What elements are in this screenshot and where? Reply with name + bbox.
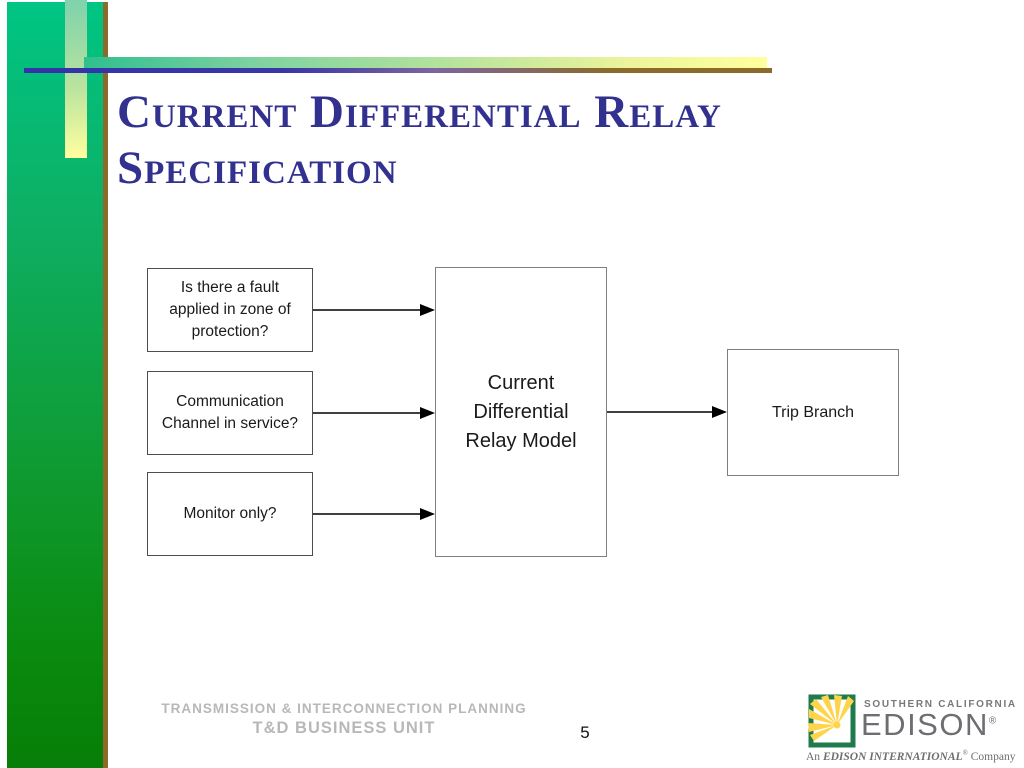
logo-company-text: EDISON® bbox=[861, 707, 996, 743]
logo-tagline: An EDISON INTERNATIONAL® Company bbox=[806, 749, 1016, 763]
diagram-box-relay-model: Current Differential Relay Model bbox=[435, 267, 607, 557]
diagram-box-fault-question: Is there a fault applied in zone of prot… bbox=[147, 268, 313, 352]
accent-underline bbox=[24, 68, 772, 73]
diagram-box-label: Communication Channel in service? bbox=[161, 393, 299, 432]
registered-mark: ® bbox=[988, 715, 997, 727]
vertical-accent-bar bbox=[65, 0, 87, 158]
arrow-head-relay-to-trip bbox=[712, 406, 727, 418]
slide-title-line1: Current Differential Relay bbox=[117, 86, 722, 138]
arrow-line-relay-to-trip bbox=[607, 411, 712, 413]
logo-region-text: SOUTHERN CALIFORNIA bbox=[864, 699, 1017, 710]
tagline-brand: EDISON INTERNATIONAL bbox=[822, 750, 963, 763]
arrow-line-monitor-to-relay bbox=[313, 513, 420, 515]
diagram-box-label: Monitor only? bbox=[183, 505, 277, 522]
arrow-head-monitor-to-relay bbox=[420, 508, 435, 520]
diagram-box-trip-branch: Trip Branch bbox=[727, 349, 899, 476]
tagline-registered-mark: ® bbox=[962, 749, 968, 757]
sidebar-gradient-band bbox=[7, 2, 103, 768]
arrow-head-fault-to-relay bbox=[420, 304, 435, 316]
slide-title-line2: Specification bbox=[117, 142, 398, 194]
arrow-line-channel-to-relay bbox=[313, 412, 420, 414]
horizontal-accent-bar bbox=[84, 57, 767, 68]
slide-title: Current Differential Relay Specification bbox=[117, 84, 907, 196]
diagram-box-label: Trip Branch bbox=[771, 403, 855, 421]
sunburst-icon bbox=[808, 694, 856, 748]
arrow-line-fault-to-relay bbox=[313, 309, 420, 311]
arrow-head-channel-to-relay bbox=[420, 407, 435, 419]
diagram-box-label: Is there a fault applied in zone of prot… bbox=[169, 279, 291, 340]
sce-logo: SOUTHERN CALIFORNIA EDISON® An EDISON IN… bbox=[804, 690, 1018, 768]
page-number: 5 bbox=[580, 723, 590, 742]
footer-department: TRANSMISSION & INTERCONNECTION PLANNING bbox=[161, 701, 527, 716]
diagram-box-monitor-question: Monitor only? bbox=[147, 472, 313, 556]
tagline-company: Company bbox=[970, 750, 1016, 763]
diagram-box-label: Current Differential Relay Model bbox=[465, 371, 577, 452]
tagline-an: An bbox=[806, 750, 821, 763]
sidebar-edge-line bbox=[103, 2, 108, 768]
footer: TRANSMISSION & INTERCONNECTION PLANNING … bbox=[118, 701, 570, 738]
footer-business-unit: T&D BUSINESS UNIT bbox=[252, 719, 436, 737]
logo-company-word: EDISON bbox=[861, 707, 989, 742]
diagram-box-channel-question: Communication Channel in service? bbox=[147, 371, 313, 455]
